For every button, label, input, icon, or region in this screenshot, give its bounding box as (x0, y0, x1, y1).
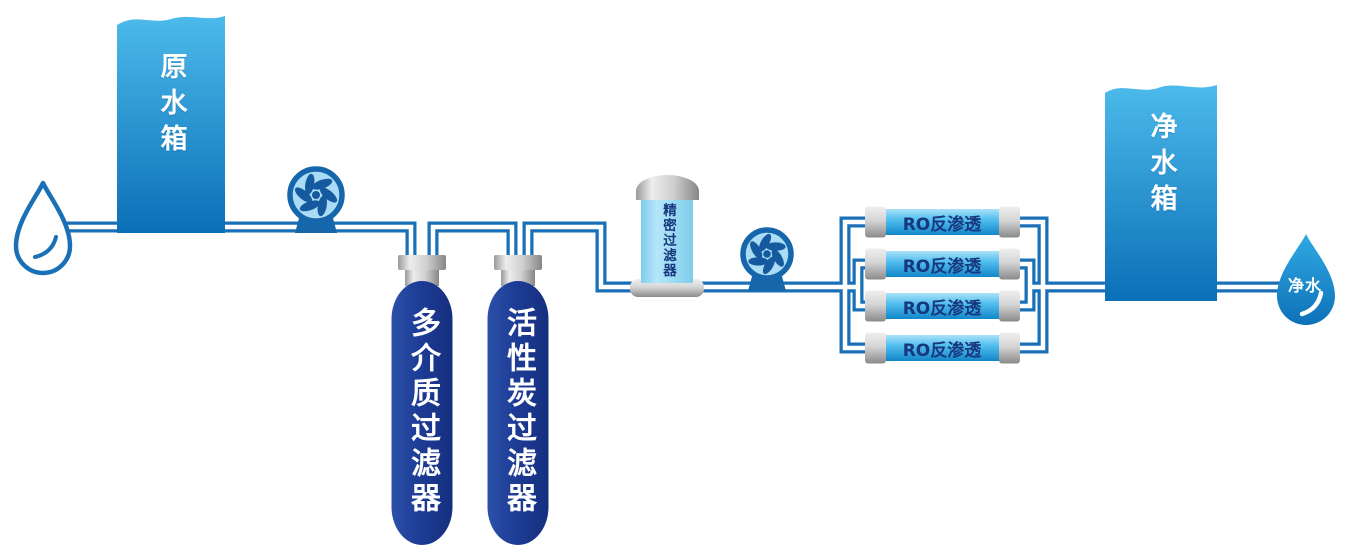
ro-membrane-label-3: RO反渗透 (902, 299, 982, 319)
filter-vessel (487, 281, 549, 545)
raw-water-tank (117, 16, 225, 233)
pump-1 (287, 166, 345, 233)
ro-tube-cap-left (865, 290, 886, 322)
filter-cap-flange (494, 255, 542, 270)
ro-membrane-3 (865, 290, 1020, 322)
ro-membrane-label-1: RO反渗透 (902, 215, 982, 235)
ro-tube-body (884, 251, 1000, 277)
ro-tube-body (884, 293, 1000, 319)
multimedia-filter (391, 255, 453, 545)
ro-tube-cap-right (999, 290, 1020, 322)
pipes (50, 216, 1290, 354)
ro-tube-cap-right (999, 206, 1020, 238)
ro-tube-body (884, 335, 1000, 361)
precision-filter (630, 175, 704, 297)
filter-cap-neck (501, 268, 535, 286)
precision-filter-cap (636, 175, 699, 200)
ro-membrane-label-2: RO反渗透 (902, 257, 982, 277)
ro-membrane-1 (865, 206, 1020, 238)
ro-tube-body (884, 209, 1000, 235)
ro-tube-cap-left (865, 206, 886, 238)
clean-water-tank (1105, 85, 1217, 301)
ro-membrane-4 (865, 332, 1020, 364)
ro-tube-cap-right (999, 248, 1020, 280)
multimedia-filter-label: 多介质过滤器 (405, 307, 440, 517)
ro-tube-cap-left (865, 332, 886, 364)
ro-tube-cap-left (865, 248, 886, 280)
carbon-filter (487, 255, 549, 545)
filter-cap-flange (398, 255, 446, 270)
ro-membrane-label-4: RO反渗透 (902, 341, 982, 361)
source-water-drop-icon (13, 180, 73, 276)
precision-filter-body (641, 197, 693, 283)
ro-tube-cap-right (999, 332, 1020, 364)
filter-vessel (391, 281, 453, 545)
raw-water-tank-label: 原水箱 (155, 52, 187, 160)
pump-2 (740, 227, 794, 291)
precision-filter-base (630, 279, 704, 297)
filter-cap-neck (405, 268, 439, 286)
clean-water-drop-label: 净水 (1287, 276, 1323, 295)
water-drop-filled-icon (1277, 234, 1335, 325)
precision-filter-label: 精密过滤器 (660, 203, 676, 278)
ro-membrane-2 (865, 248, 1020, 280)
clean-water-tank-label: 净水箱 (1145, 112, 1177, 220)
carbon-filter-label: 活性炭过滤器 (501, 307, 536, 517)
